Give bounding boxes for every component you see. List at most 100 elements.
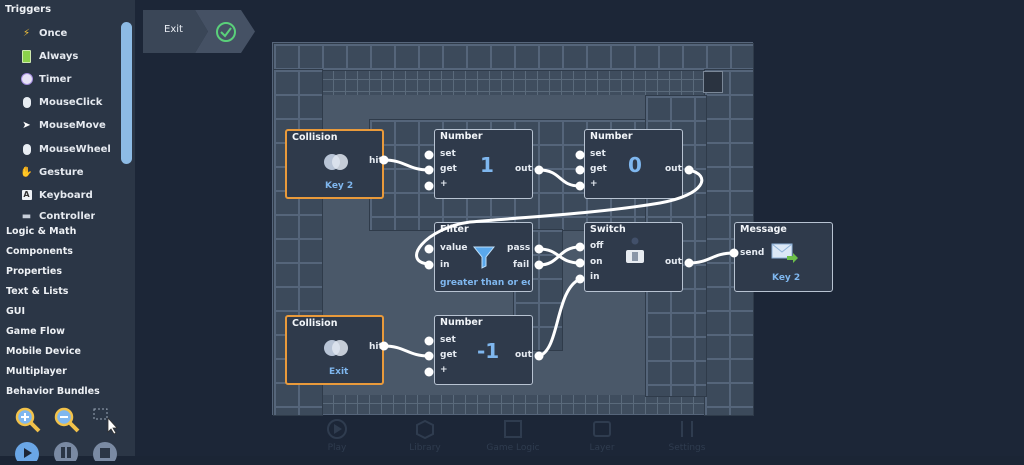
node-title: Switch <box>590 224 626 235</box>
wall-top <box>273 43 754 71</box>
nav-label: Play <box>327 443 347 453</box>
checkmark-icon[interactable] <box>216 22 236 42</box>
category-behavior-bundles[interactable]: Behavior Bundles <box>6 386 100 397</box>
category-logic-math[interactable]: Logic & Math <box>6 226 77 237</box>
category-mobile-device[interactable]: Mobile Device <box>6 346 81 357</box>
play-icon <box>327 419 347 439</box>
triggers-scrollbar[interactable] <box>121 22 132 164</box>
stop-mode-button[interactable] <box>92 441 118 465</box>
envelope-send-icon <box>771 243 798 263</box>
category-text-lists[interactable]: Text & Lists <box>6 286 69 297</box>
game-logic-icon <box>504 420 522 438</box>
collision-node-key2[interactable]: Collision hit Key 2 <box>285 129 384 199</box>
play-mode-button[interactable] <box>14 441 40 465</box>
port-value-label: value <box>440 243 468 253</box>
port-out-label: out <box>665 257 682 267</box>
collision-node-exit[interactable]: Collision hit Exit <box>285 315 384 385</box>
category-gui[interactable]: GUI <box>6 306 26 317</box>
port-in-label: in <box>590 272 600 282</box>
layer-icon <box>593 421 611 437</box>
exit-label: Exit <box>164 24 183 35</box>
select-tool-button[interactable] <box>92 406 120 438</box>
node-title: Number <box>590 131 633 142</box>
keyboard-key-icon: A <box>21 190 32 200</box>
trigger-keyboard[interactable]: A Keyboard <box>20 186 93 204</box>
battery-icon <box>20 49 33 63</box>
trigger-label: Keyboard <box>39 189 93 201</box>
node-title: Collision <box>292 132 338 143</box>
columns-mode-button[interactable] <box>53 441 79 465</box>
zoom-out-button[interactable] <box>53 406 81 438</box>
hand-icon: ✋ <box>20 166 33 178</box>
collision-target-label: Exit <box>329 367 349 377</box>
trigger-mousemove[interactable]: ➤ MouseMove <box>20 116 106 134</box>
sliders-icon <box>681 421 693 437</box>
node-title: Collision <box>292 318 338 329</box>
nav-play[interactable]: Play <box>322 418 352 453</box>
trigger-label: MouseClick <box>39 96 103 108</box>
port-pass-label: pass <box>507 243 531 253</box>
port-off-label: off <box>590 241 604 251</box>
category-game-flow[interactable]: Game Flow <box>6 326 65 337</box>
trigger-label: MouseWheel <box>39 143 111 155</box>
collision-circles-icon <box>324 154 348 170</box>
trigger-always[interactable]: Always <box>20 47 78 65</box>
trigger-timer[interactable]: Timer <box>20 70 71 88</box>
trigger-label: Always <box>39 50 79 62</box>
mouse-icon <box>20 96 33 109</box>
nav-layer[interactable]: Layer <box>585 418 619 453</box>
gamepad-icon: ▬ <box>21 210 32 222</box>
port-plus-label: + <box>590 179 598 189</box>
category-multiplayer[interactable]: Multiplayer <box>6 366 67 377</box>
category-components[interactable]: Components <box>6 246 73 257</box>
funnel-icon <box>473 246 495 269</box>
trigger-label: Once <box>39 27 68 39</box>
filter-condition-label: greater than or equ <box>440 278 530 288</box>
message-node[interactable]: Message send Key 2 <box>734 222 833 292</box>
switch-node[interactable]: Switch off on in out <box>584 222 683 292</box>
zoom-in-button[interactable] <box>14 406 42 438</box>
nav-label: Game Logic <box>486 443 540 453</box>
number-value: -1 <box>477 339 500 363</box>
cursor-icon: ➤ <box>22 119 31 131</box>
port-set-label: set <box>590 149 606 159</box>
trigger-gesture[interactable]: ✋ Gesture <box>20 163 83 181</box>
trigger-controller[interactable]: ▬ Controller <box>20 209 96 223</box>
number-node-1[interactable]: Number set get + 1 out <box>434 129 533 199</box>
trigger-label: Timer <box>39 73 72 85</box>
node-title: Message <box>740 224 787 235</box>
nav-label: Layer <box>589 443 615 453</box>
nav-label: Library <box>409 443 441 453</box>
port-on-label: on <box>590 257 603 267</box>
node-title: Filter <box>440 224 469 235</box>
message-target-label: Key 2 <box>772 273 801 283</box>
node-title: Number <box>440 317 483 328</box>
trigger-once[interactable]: ⚡ Once <box>20 24 67 42</box>
port-hit-label: hit <box>369 342 383 352</box>
play-circle-icon <box>15 442 39 465</box>
number-node-0[interactable]: Number set get + 0 out <box>584 129 683 199</box>
port-out-label: out <box>515 164 532 174</box>
port-get-label: get <box>440 164 457 174</box>
port-get-label: get <box>440 350 457 360</box>
number-node-minus1[interactable]: Number set get + -1 out <box>434 315 533 385</box>
port-hit-label: hit <box>369 156 383 166</box>
trigger-mouseclick[interactable]: MouseClick <box>20 93 102 111</box>
trigger-mousewheel[interactable]: MouseWheel <box>20 140 111 158</box>
port-set-label: set <box>440 335 456 345</box>
filter-node[interactable]: Filter value in pass fail greater than o… <box>434 222 533 292</box>
collision-circles-icon <box>324 340 348 356</box>
breadcrumb-shape <box>143 10 255 53</box>
sidebar: Triggers ⚡ Once Always Timer MouseClick … <box>0 0 135 465</box>
alarm-clock-icon <box>20 73 33 86</box>
node-title: Number <box>440 131 483 142</box>
exit-breadcrumb[interactable]: Exit <box>143 10 255 53</box>
port-fail-label: fail <box>513 260 530 270</box>
nav-game-logic[interactable]: Game Logic <box>478 418 548 453</box>
collision-target-label: Key 2 <box>325 181 354 191</box>
nav-library[interactable]: Library <box>405 418 445 453</box>
number-value: 1 <box>480 153 494 177</box>
nav-settings[interactable]: Settings <box>662 418 712 453</box>
door-tile <box>703 71 723 93</box>
category-properties[interactable]: Properties <box>6 266 62 277</box>
